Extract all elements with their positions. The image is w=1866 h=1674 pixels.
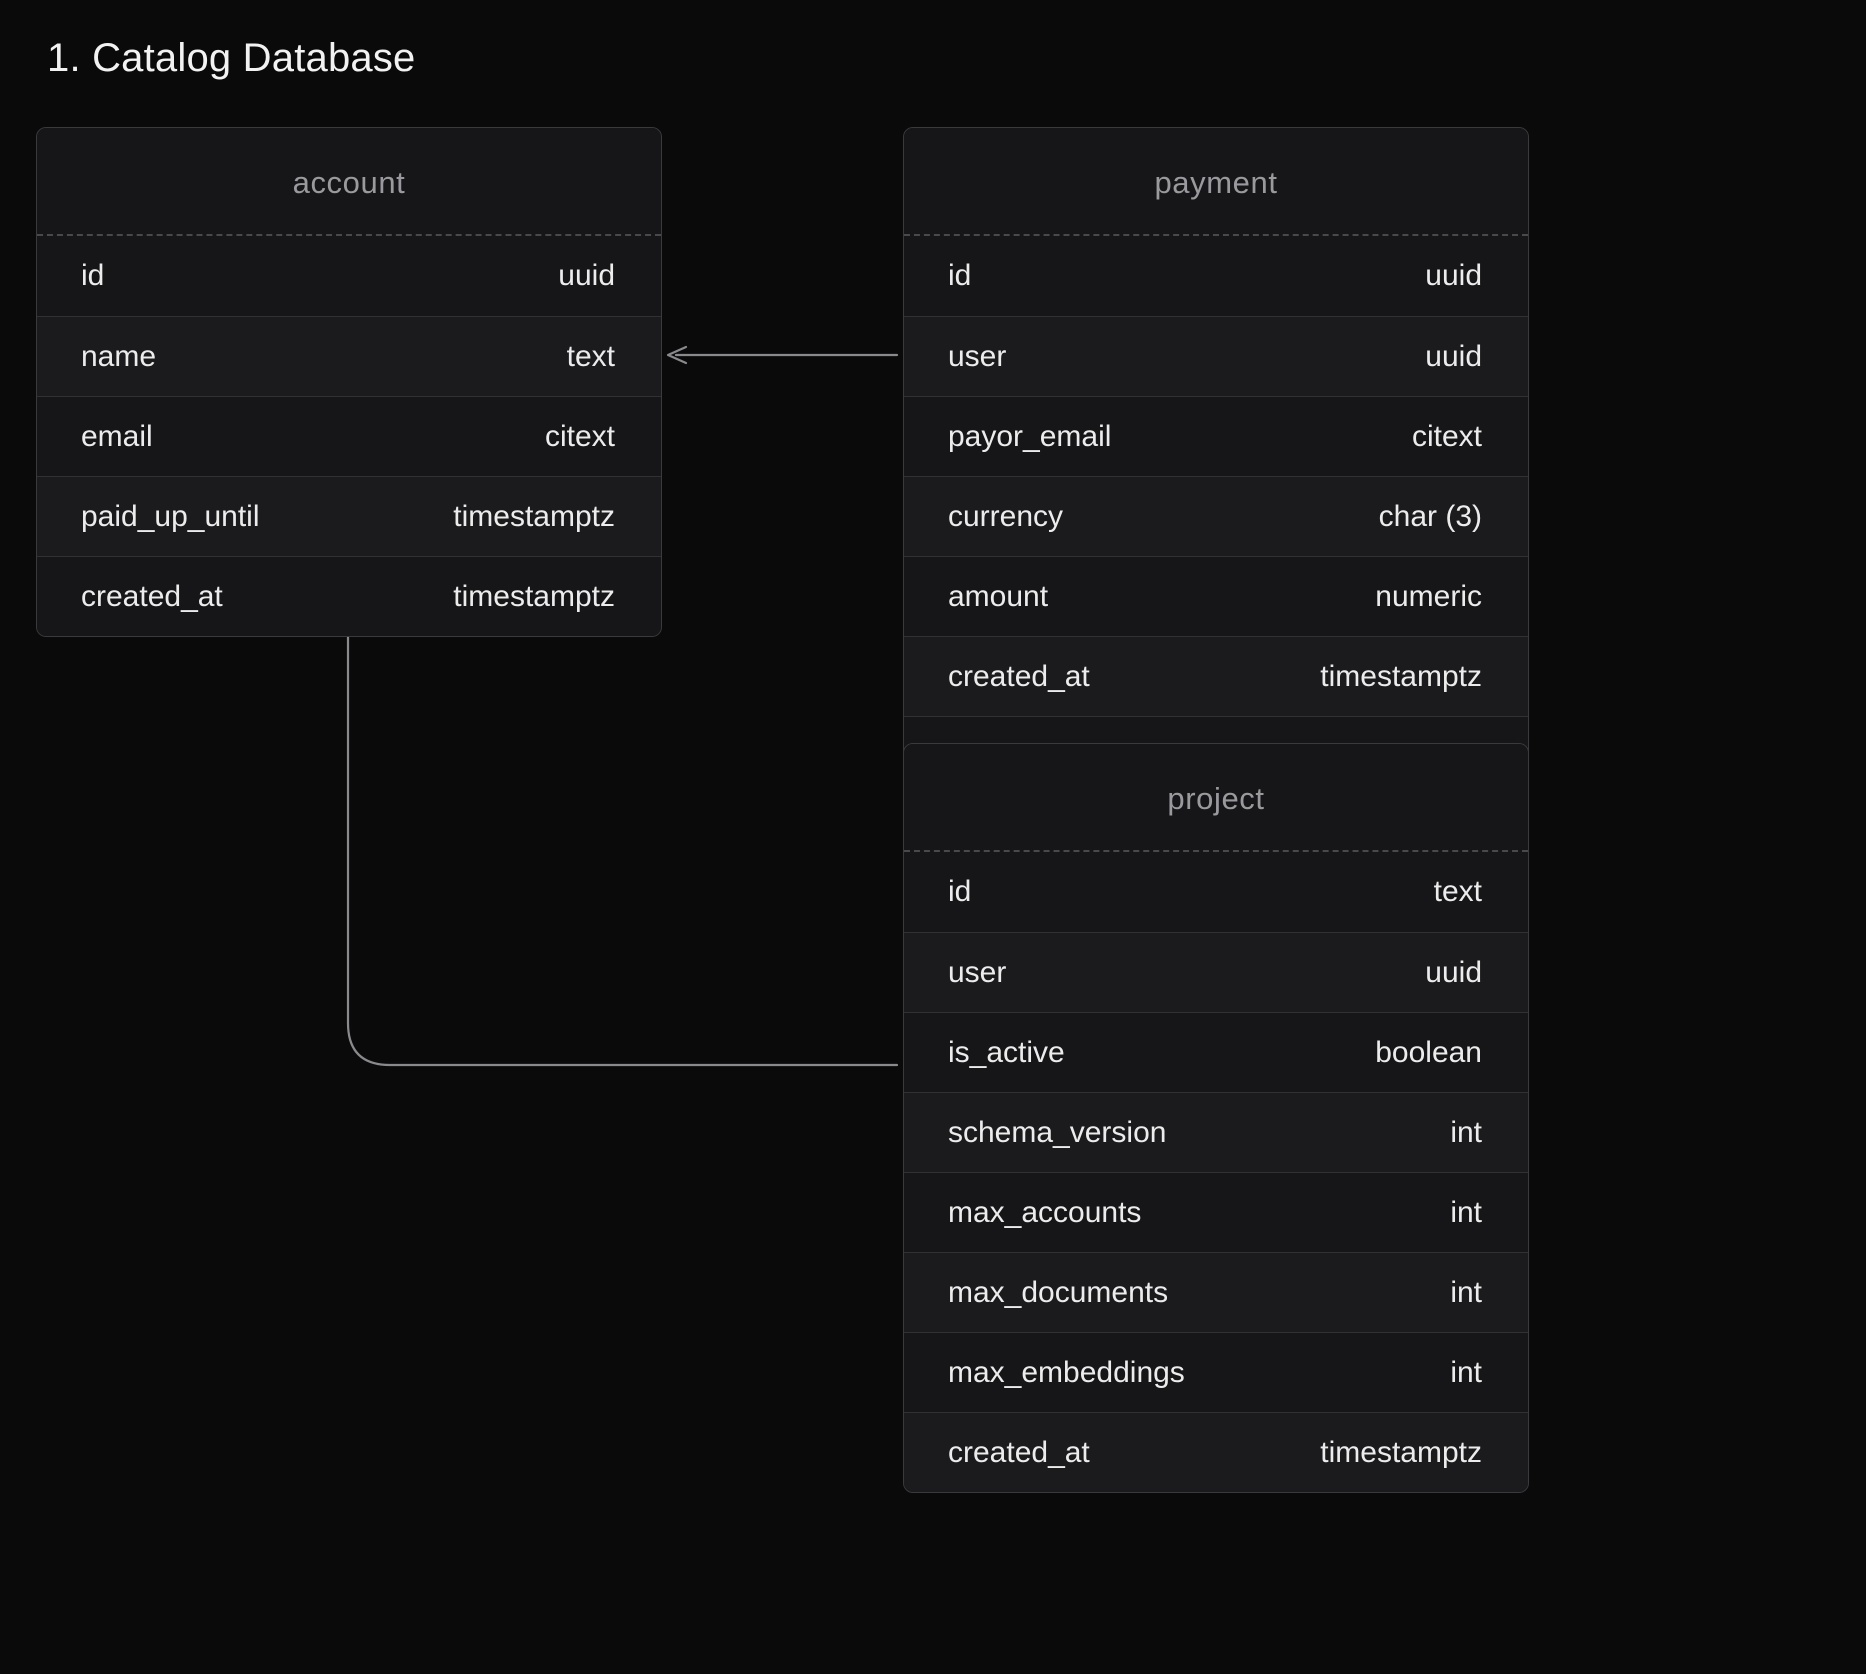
er-column-type: uuid xyxy=(1425,339,1482,373)
er-column-row[interactable]: max_documents int xyxy=(904,1252,1528,1332)
er-table-title-account: account xyxy=(37,128,661,234)
er-column-name: name xyxy=(81,339,157,373)
er-column-type: timestamptz xyxy=(1320,659,1482,693)
er-column-row[interactable]: created_at timestamptz xyxy=(904,1412,1528,1492)
er-column-row[interactable]: user uuid xyxy=(904,932,1528,1012)
er-column-row[interactable]: payor_email citext xyxy=(904,396,1528,476)
er-column-type: char (3) xyxy=(1378,499,1482,533)
er-column-name: schema_version xyxy=(948,1115,1167,1149)
er-column-name: email xyxy=(81,419,153,453)
er-column-list-payment: id uuid user uuid payor_email citext cur… xyxy=(904,236,1528,796)
er-column-type: int xyxy=(1450,1195,1482,1229)
er-column-name: paid_up_until xyxy=(81,499,260,533)
er-column-type: numeric xyxy=(1375,579,1482,613)
er-column-name: id xyxy=(81,259,105,292)
er-column-row[interactable]: max_accounts int xyxy=(904,1172,1528,1252)
er-column-type: int xyxy=(1450,1115,1482,1149)
er-column-name: max_embeddings xyxy=(948,1355,1185,1389)
er-column-name: id xyxy=(948,259,972,292)
er-column-row[interactable]: currency char (3) xyxy=(904,476,1528,556)
er-column-type: text xyxy=(1433,875,1482,908)
er-column-name: currency xyxy=(948,499,1064,533)
er-column-type: int xyxy=(1450,1355,1482,1389)
er-title-divider xyxy=(904,234,1528,236)
er-table-payment[interactable]: payment id uuid user uuid payor_email ci… xyxy=(903,127,1529,797)
er-title-divider xyxy=(37,234,661,236)
er-column-type: citext xyxy=(1411,419,1482,453)
er-column-type: text xyxy=(566,339,615,373)
er-column-row[interactable]: amount numeric xyxy=(904,556,1528,636)
er-column-row[interactable]: created_at timestamptz xyxy=(904,636,1528,716)
er-column-name: created_at xyxy=(948,1435,1090,1469)
er-column-name: max_documents xyxy=(948,1275,1169,1309)
er-column-row[interactable]: max_embeddings int xyxy=(904,1332,1528,1412)
er-column-type: uuid xyxy=(1425,259,1482,292)
er-column-type: uuid xyxy=(1425,955,1482,989)
er-column-row[interactable]: user uuid xyxy=(904,316,1528,396)
page-title: 1. Catalog Database xyxy=(47,36,416,80)
er-column-row[interactable]: schema_version int xyxy=(904,1092,1528,1172)
er-column-name: amount xyxy=(948,579,1049,613)
er-column-list-project: id text user uuid is_active boolean sche… xyxy=(904,852,1528,1492)
er-column-name: id xyxy=(948,875,972,908)
er-table-title-project: project xyxy=(904,744,1528,850)
connector-project-to-account xyxy=(338,570,899,1067)
er-column-name: max_accounts xyxy=(948,1195,1142,1229)
er-column-type: uuid xyxy=(558,259,615,292)
er-column-type: timestamptz xyxy=(453,579,615,613)
er-column-row[interactable]: email citext xyxy=(37,396,661,476)
er-column-row[interactable]: is_active boolean xyxy=(904,1012,1528,1092)
er-column-row[interactable]: paid_up_until timestamptz xyxy=(37,476,661,556)
er-table-project[interactable]: project id text user uuid is_active bool… xyxy=(903,743,1529,1493)
er-column-name: payor_email xyxy=(948,419,1112,453)
connector-payment-to-account xyxy=(666,345,899,365)
er-table-account[interactable]: account id uuid name text email citext p… xyxy=(36,127,662,637)
er-column-row[interactable]: created_at timestamptz xyxy=(37,556,661,636)
er-column-name: created_at xyxy=(81,579,223,613)
er-column-name: created_at xyxy=(948,659,1090,693)
er-column-type: int xyxy=(1450,1275,1482,1309)
er-table-title-payment: payment xyxy=(904,128,1528,234)
er-column-list-account: id uuid name text email citext paid_up_u… xyxy=(37,236,661,636)
er-column-name: is_active xyxy=(948,1035,1065,1069)
er-column-type: citext xyxy=(544,419,615,453)
er-column-name: user xyxy=(948,339,1007,373)
er-column-name: user xyxy=(948,955,1007,989)
er-column-type: timestamptz xyxy=(1320,1435,1482,1469)
er-column-row[interactable]: id uuid xyxy=(37,236,661,316)
er-column-type: boolean xyxy=(1375,1035,1482,1069)
er-title-divider xyxy=(904,850,1528,852)
er-column-row[interactable]: id text xyxy=(904,852,1528,932)
er-column-row[interactable]: id uuid xyxy=(904,236,1528,316)
er-column-type: timestamptz xyxy=(453,499,615,533)
er-column-row[interactable]: name text xyxy=(37,316,661,396)
